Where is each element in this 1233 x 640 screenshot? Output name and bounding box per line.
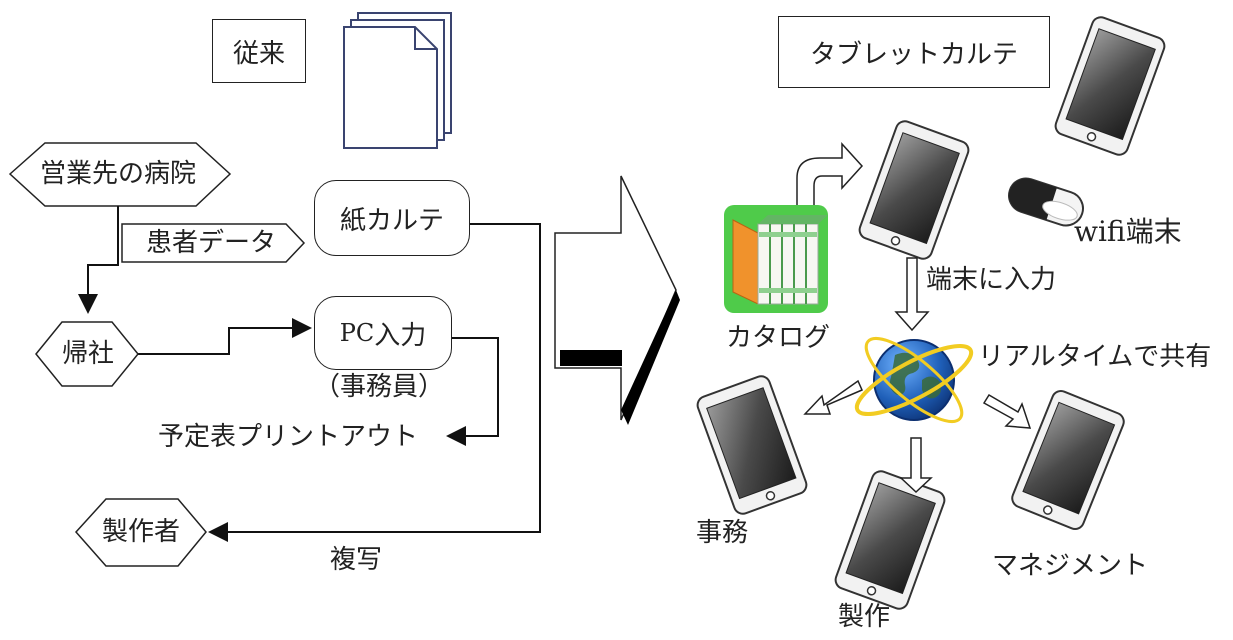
office-label: 事務 xyxy=(696,518,749,548)
tablet-chart-heading: タブレットカルテ xyxy=(778,16,1050,88)
legacy-heading: 従来 xyxy=(212,19,306,83)
arrow-to-management xyxy=(982,393,1032,429)
pc-input-box: PC 入力 xyxy=(314,296,452,370)
patient-data-label: 患者データ xyxy=(146,228,277,258)
return-office-label: 帰社 xyxy=(62,339,115,369)
return-office-hexagon xyxy=(35,321,139,387)
arrow-to-production xyxy=(899,437,933,494)
clerk-label: （事務員） xyxy=(314,372,445,402)
maker-label: 製作者 xyxy=(102,517,181,547)
globe-icon xyxy=(854,337,974,423)
legacy-heading-text: 従来 xyxy=(232,38,285,69)
management-label: マネジメント xyxy=(992,551,1149,581)
tablet-icon-center xyxy=(856,117,972,263)
wifi-router-icon xyxy=(1008,177,1084,227)
wifi-terminal-label: wifi端末 xyxy=(1074,218,1182,246)
wifi-prefix: wifi xyxy=(1074,215,1126,248)
pc-input-suffix: 入力 xyxy=(374,320,427,351)
pc-input-prefix: PC xyxy=(339,319,375,347)
hospital-hexagon xyxy=(8,142,232,207)
transition-arrow xyxy=(554,175,680,425)
hospital-label: 営業先の病院 xyxy=(40,159,197,189)
tablet-icon-office xyxy=(694,372,810,518)
paper-chart-label: 紙カルテ xyxy=(339,205,444,236)
maker-hexagon xyxy=(74,498,207,567)
paper-stack-icon xyxy=(343,12,452,149)
patient-data-tag xyxy=(121,223,306,263)
catalog-label: カタログ xyxy=(726,323,831,353)
tablet-icon-production xyxy=(832,467,948,613)
tablet-icon-management xyxy=(1008,387,1128,533)
wifi-suffix: 端末 xyxy=(1125,215,1182,248)
production-label: 製作 xyxy=(838,602,891,632)
catalog-to-tablet-arrow xyxy=(796,142,864,207)
flow-lines xyxy=(78,206,541,542)
tablet-icon-top xyxy=(1052,13,1168,159)
tablet-chart-heading-text: タブレットカルテ xyxy=(809,39,1018,70)
copy-label: 複写 xyxy=(330,545,383,575)
realtime-share-label: リアルタイムで共有 xyxy=(978,342,1212,372)
input-down-arrow xyxy=(894,257,930,332)
terminal-input-label: 端末に入力 xyxy=(926,265,1057,295)
schedule-printout-label: 予定表プリントアウト xyxy=(158,422,419,452)
paper-chart-box: 紙カルテ xyxy=(314,180,470,256)
arrow-to-office xyxy=(803,379,863,415)
catalog-books-icon xyxy=(724,205,828,313)
